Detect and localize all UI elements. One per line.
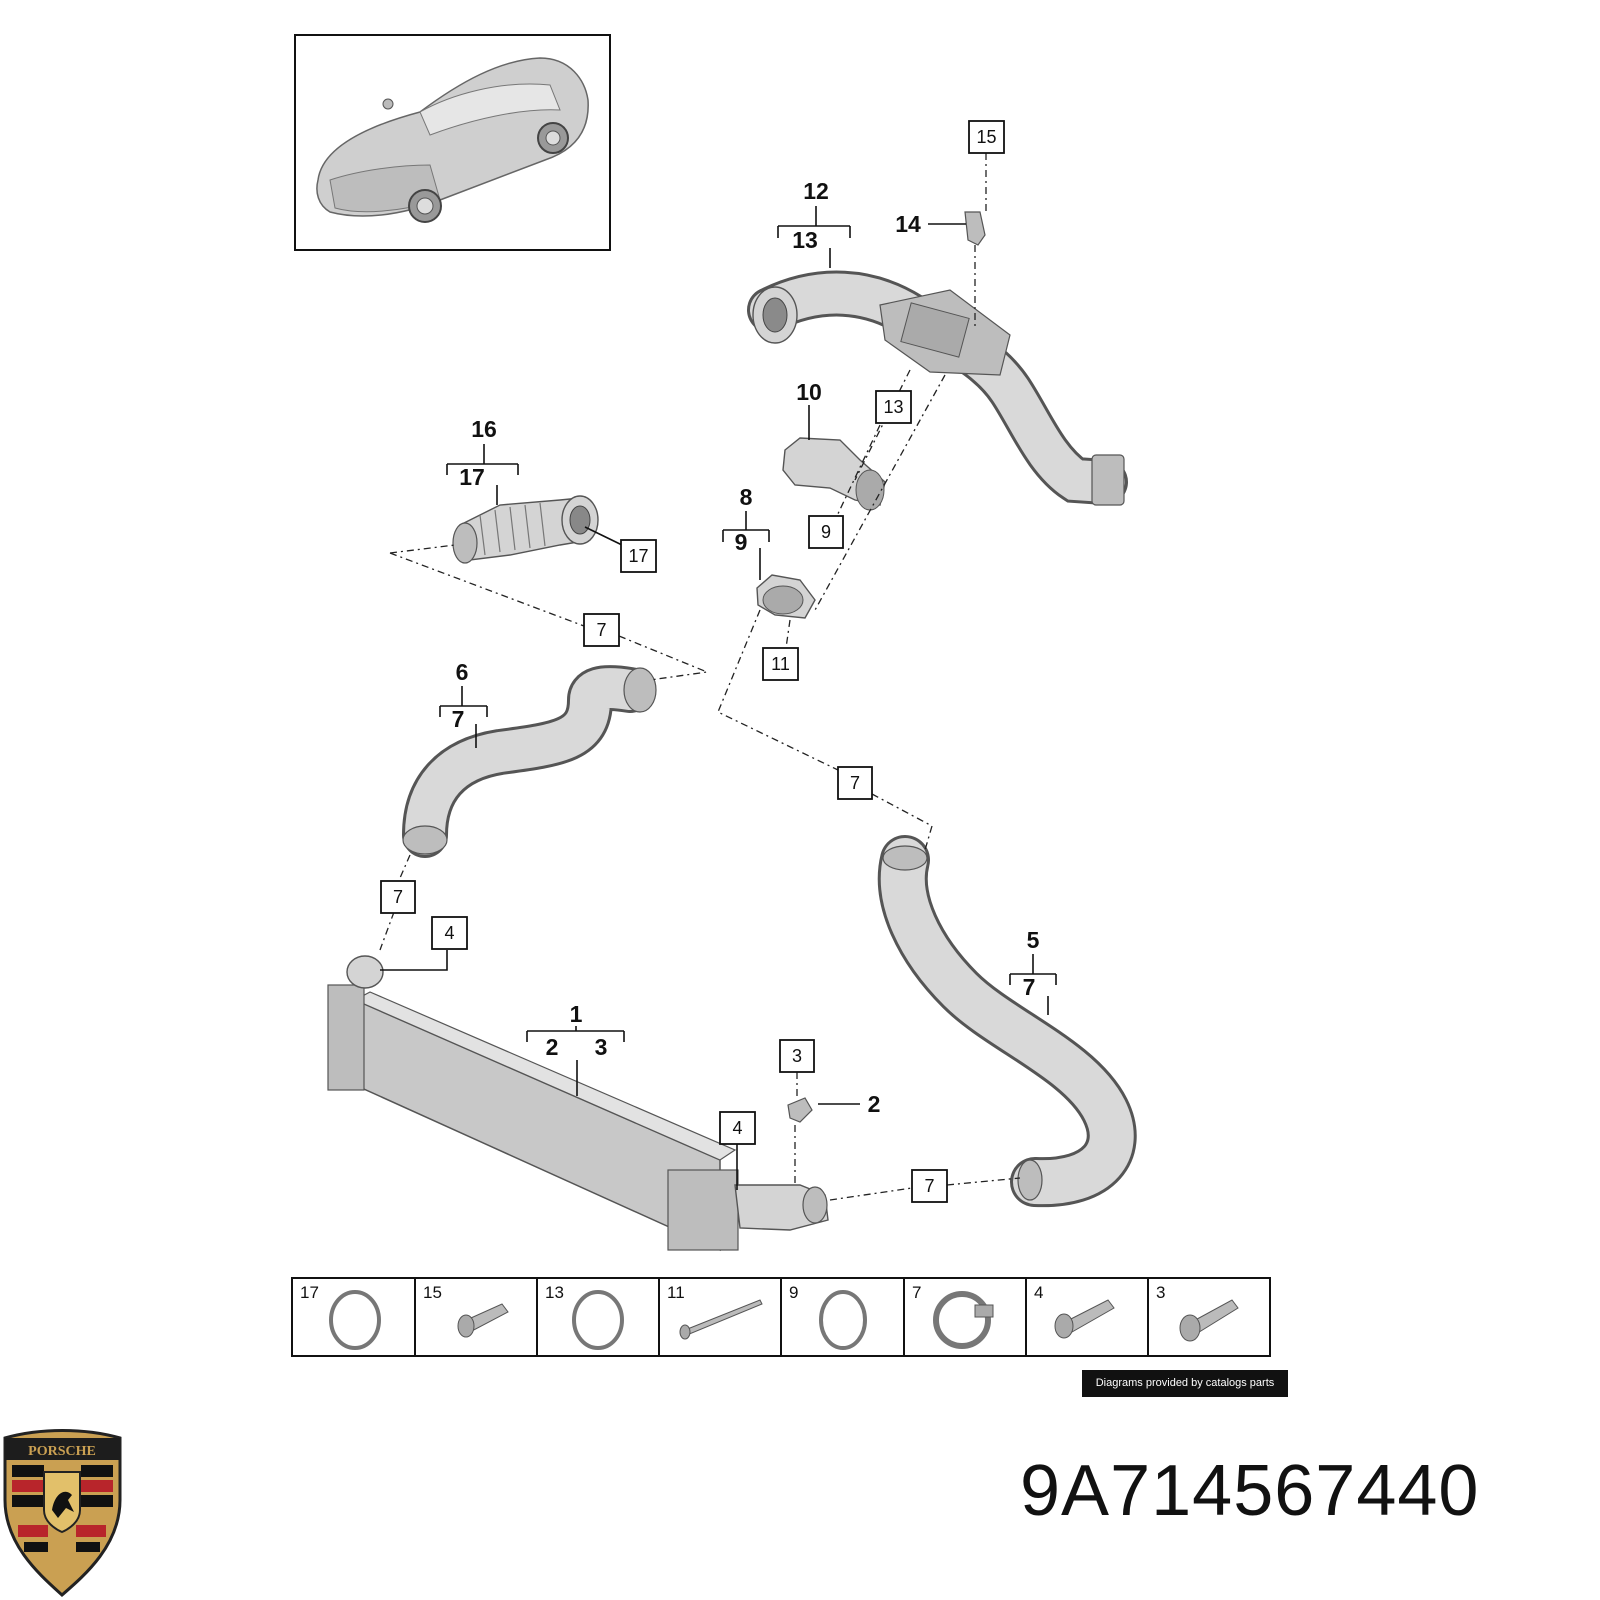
table-cell-3: 3 [1156, 1283, 1165, 1302]
table-cell-15: 15 [423, 1283, 442, 1302]
callout-2-right: 2 [868, 1091, 881, 1117]
callout-8: 8 [740, 484, 753, 510]
callout-6: 6 [456, 659, 469, 685]
svg-text:11: 11 [771, 654, 790, 674]
svg-text:4: 4 [444, 923, 454, 943]
svg-text:13: 13 [883, 397, 903, 417]
svg-text:7: 7 [924, 1176, 934, 1196]
svg-text:7: 7 [850, 773, 860, 793]
svg-text:3: 3 [792, 1046, 802, 1066]
callout-7-lower: 7 [1023, 974, 1036, 1000]
table-cell-9: 9 [789, 1283, 798, 1302]
sensor-14 [964, 211, 986, 246]
box-13: 13 [875, 390, 912, 424]
table-cell-7: 7 [912, 1283, 921, 1302]
box-7-left: 7 [380, 880, 416, 914]
charge-hose-5 [877, 835, 1137, 1208]
long-bolt-icon [679, 1299, 763, 1340]
sensor-2 [787, 1097, 813, 1123]
callout-9: 9 [735, 529, 748, 555]
box-7-mid: 7 [837, 766, 873, 800]
svg-text:17: 17 [628, 546, 648, 566]
ring-icon [572, 1290, 624, 1350]
table-cell-11: 11 [667, 1283, 685, 1302]
table-cell-4: 4 [1034, 1283, 1043, 1302]
svg-text:7: 7 [596, 620, 606, 640]
vehicle-thumbnail [294, 34, 611, 251]
diagram-credit: Diagrams provided by catalogs parts [1082, 1370, 1288, 1397]
callout-17: 17 [459, 464, 485, 490]
parts-table: 17 15 13 11 9 7 4 3 [291, 1277, 1271, 1357]
intercooler-1 [327, 955, 829, 1252]
callout-10: 10 [796, 379, 822, 405]
svg-text:4: 4 [732, 1118, 742, 1138]
connector-8 [756, 574, 816, 619]
box-17: 17 [620, 539, 657, 573]
box-15: 15 [968, 120, 1005, 154]
box-9: 9 [808, 515, 844, 549]
screw-icon [1179, 1299, 1239, 1342]
flange-bolt-icon [1054, 1299, 1115, 1339]
box-7-top: 7 [583, 613, 620, 647]
ring-icon [819, 1290, 867, 1350]
hose-clamp-icon [933, 1291, 994, 1349]
callout-3: 3 [595, 1034, 608, 1060]
callout-2: 2 [546, 1034, 559, 1060]
table-cell-17: 17 [300, 1283, 319, 1302]
part-number: 9A714567440 [1020, 1451, 1480, 1531]
dashed-lines [379, 153, 1021, 1201]
svg-text:PORSCHE: PORSCHE [28, 1444, 96, 1459]
upper-charge-pipe [747, 270, 1128, 506]
box-3: 3 [779, 1039, 815, 1073]
callout-5: 5 [1027, 927, 1040, 953]
callout-1: 1 [570, 1001, 583, 1027]
table-cell-13: 13 [545, 1283, 564, 1302]
box-4-bottom: 4 [719, 1111, 756, 1145]
svg-text:9: 9 [821, 522, 831, 542]
charge-hose-6 [402, 665, 657, 858]
throttle-valve-10 [782, 437, 886, 511]
ring-icon [329, 1290, 381, 1350]
callout-13: 13 [792, 227, 818, 253]
callout-14: 14 [895, 211, 921, 237]
box-4-top: 4 [431, 916, 468, 950]
svg-text:15: 15 [976, 127, 996, 147]
boxed-callouts: 15 13 17 9 7 11 7 7 4 3 4 7 [380, 120, 1005, 1203]
box-11: 11 [762, 647, 799, 681]
air-hose-16 [452, 495, 599, 564]
box-7-bottom: 7 [911, 1169, 948, 1203]
leader-lines [380, 206, 1057, 1190]
callout-16: 16 [471, 416, 497, 442]
callout-12: 12 [803, 178, 829, 204]
porsche-crest-logo: PORSCHE [3, 1429, 122, 1598]
bold-callouts: 12 13 14 16 17 10 8 9 6 7 5 7 1 2 3 2 [452, 178, 1040, 1117]
screw-icon [457, 1303, 509, 1338]
callout-7: 7 [452, 706, 465, 732]
svg-text:7: 7 [393, 887, 403, 907]
